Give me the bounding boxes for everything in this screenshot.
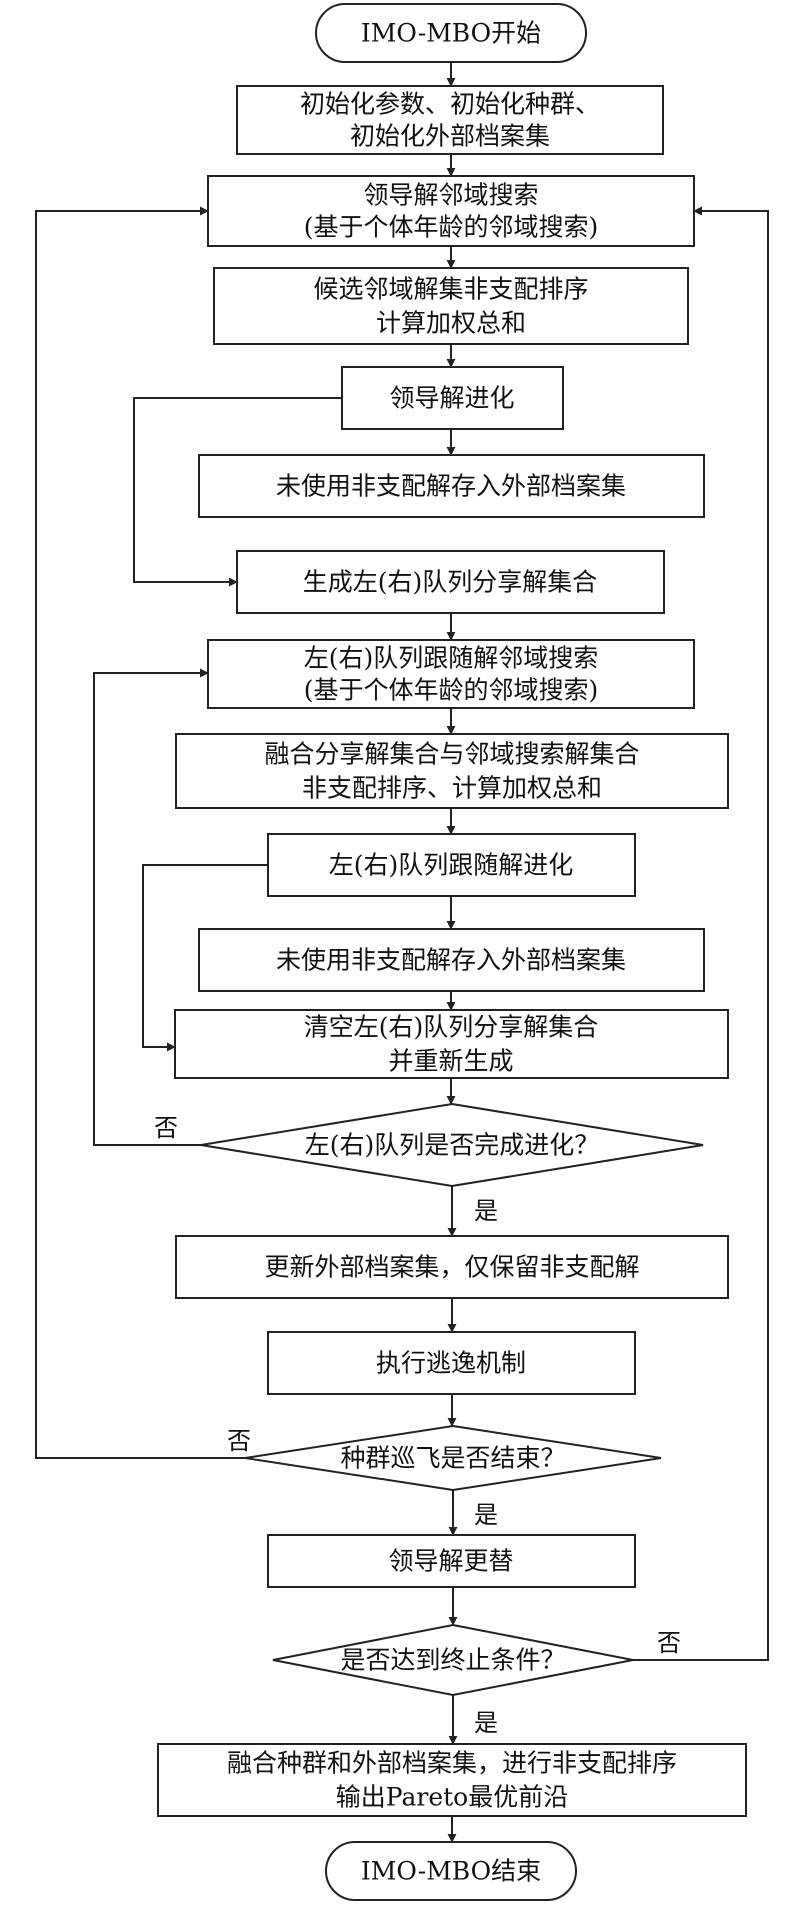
svg-text:输出Pareto最优前沿: 输出Pareto最优前沿 [336, 1783, 568, 1812]
svg-text:初始化外部档案集: 初始化外部档案集 [350, 122, 550, 151]
svg-text:领导解更替: 领导解更替 [388, 1547, 513, 1576]
svg-text:左(右)队列是否完成进化？: 左(右)队列是否完成进化？ [305, 1131, 600, 1160]
follower-evolve-step: 左(右)队列跟随解进化 [267, 833, 636, 897]
svg-text:(基于个体年龄的邻域搜索): (基于个体年龄的邻域搜索) [304, 213, 599, 242]
leader-search-step: 领导解邻域搜索 (基于个体年龄的邻域搜索) [207, 175, 695, 247]
update-archive-step: 更新外部档案集，仅保留非支配解 [175, 1235, 729, 1299]
tour-no-loop-connector [35, 206, 245, 1459]
svg-text:IMO-MBO开始: IMO-MBO开始 [361, 19, 541, 48]
svg-text:初始化参数、初始化种群、: 初始化参数、初始化种群、 [300, 90, 600, 119]
follower-search-step: 左(右)队列跟随解邻域搜索 (基于个体年龄的邻域搜索) [207, 639, 695, 709]
init-step: 初始化参数、初始化种群、 初始化外部档案集 [236, 85, 664, 155]
escape-step: 执行逃逸机制 [267, 1331, 636, 1395]
main-connectors [446, 62, 458, 1843]
svg-text:种群巡飞是否结束？: 种群巡飞是否结束？ [340, 1444, 565, 1473]
svg-text:并重新生成: 并重新生成 [388, 1047, 513, 1076]
merge-sort-step: 融合分享解集合与邻域搜索解集合 非支配排序、计算加权总和 [175, 733, 729, 809]
svg-text:未使用非支配解存入外部档案集: 未使用非支配解存入外部档案集 [276, 946, 626, 975]
svg-text:生成左(右)队列分享解集合: 生成左(右)队列分享解集合 [303, 568, 598, 597]
leader-replace-step: 领导解更替 [267, 1534, 636, 1588]
svg-text:计算加权总和: 计算加权总和 [376, 309, 526, 338]
stop-condition-decision: 是否达到终止条件？ [272, 1623, 634, 1697]
end-terminal: IMO-MBO结束 [325, 1841, 577, 1901]
svg-text:候选邻域解集非支配排序: 候选邻域解集非支配排序 [313, 275, 588, 304]
svg-text:领导解进化: 领导解进化 [389, 384, 514, 413]
output-step: 融合种群和外部档案集，进行非支配排序 输出Pareto最优前沿 [157, 1743, 747, 1817]
stop-no-label: 否 [657, 1629, 681, 1657]
svg-text:融合分享解集合与邻域搜索解集合: 融合分享解集合与邻域搜索解集合 [264, 740, 639, 769]
leader-evolve-step: 领导解进化 [341, 366, 564, 430]
queue-no-label: 否 [154, 1114, 178, 1142]
candidate-sort-step: 候选邻域解集非支配排序 计算加权总和 [213, 267, 689, 345]
svg-text:IMO-MBO结束: IMO-MBO结束 [361, 1857, 541, 1886]
archive-store-step-2: 未使用非支配解存入外部档案集 [198, 928, 705, 992]
queue-yes-label: 是 [474, 1197, 498, 1225]
svg-text:是否达到终止条件？: 是否达到终止条件？ [340, 1646, 565, 1675]
tour-end-decision: 种群巡飞是否结束？ [244, 1424, 662, 1492]
queue-no-loop-connector [93, 668, 209, 1146]
follower-evolve-to-clear-connector [142, 864, 268, 1052]
archive-store-step-1: 未使用非支配解存入外部档案集 [198, 454, 705, 518]
svg-text:领导解邻域搜索: 领导解邻域搜索 [363, 181, 538, 210]
svg-text:更新外部档案集，仅保留非支配解: 更新外部档案集，仅保留非支配解 [264, 1253, 639, 1282]
start-terminal: IMO-MBO开始 [315, 3, 587, 63]
clear-share-step: 清空左(右)队列分享解集合 并重新生成 [174, 1009, 729, 1079]
tour-yes-label: 是 [474, 1501, 498, 1529]
svg-text:未使用非支配解存入外部档案集: 未使用非支配解存入外部档案集 [276, 472, 626, 501]
svg-text:左(右)队列跟随解邻域搜索: 左(右)队列跟随解邻域搜索 [304, 644, 599, 673]
queue-done-decision: 左(右)队列是否完成进化？ [200, 1102, 704, 1188]
leader-evolve-to-share-connector [133, 397, 342, 587]
stop-yes-label: 是 [474, 1709, 498, 1737]
generate-share-step: 生成左(右)队列分享解集合 [236, 550, 665, 614]
stop-no-loop-connector [633, 206, 769, 1661]
svg-text:融合种群和外部档案集，进行非支配排序: 融合种群和外部档案集，进行非支配排序 [227, 1749, 677, 1778]
svg-text:非支配排序、计算加权总和: 非支配排序、计算加权总和 [302, 774, 602, 803]
svg-text:清空左(右)队列分享解集合: 清空左(右)队列分享解集合 [304, 1013, 599, 1042]
svg-text:左(右)队列跟随解进化: 左(右)队列跟随解进化 [329, 851, 574, 880]
svg-text:(基于个体年龄的邻域搜索): (基于个体年龄的邻域搜索) [304, 676, 599, 705]
svg-text:执行逃逸机制: 执行逃逸机制 [376, 1349, 526, 1378]
tour-no-label: 否 [227, 1427, 251, 1455]
